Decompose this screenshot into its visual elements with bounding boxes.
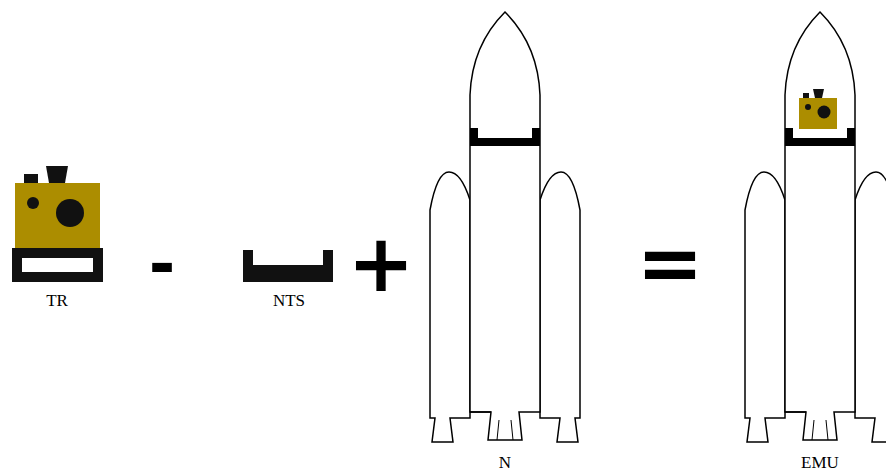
part-label: TR [46, 292, 68, 309]
equals-sign: = [636, 224, 703, 304]
part-label: N [499, 454, 511, 471]
plus-sign: + [347, 224, 414, 304]
mounted-camera [799, 89, 837, 129]
bracket [243, 250, 333, 282]
part-label: NTS [273, 292, 305, 309]
part-label: EMU [801, 454, 839, 471]
rocket-with-camera [745, 12, 886, 442]
rocket [430, 12, 580, 442]
minus-sign: - [149, 232, 176, 296]
camera-on-bracket [12, 166, 103, 282]
